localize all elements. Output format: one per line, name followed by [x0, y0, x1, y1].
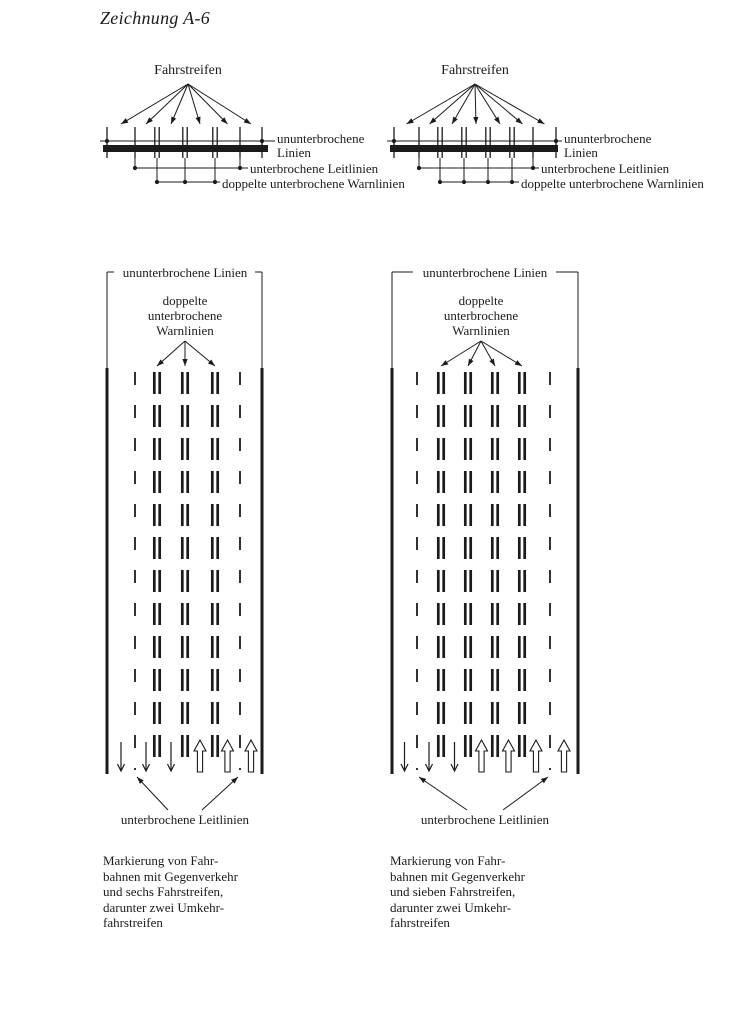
fahrstreifen-arrow-head: [537, 118, 545, 124]
unbroken-lines-label-topleft: ununterbrochene Linien: [277, 132, 364, 160]
unbroken-line-dot: [259, 138, 265, 144]
roadway-bar: [390, 145, 558, 152]
unbroken-lines-label-line1: ununterbrochene: [277, 131, 365, 146]
caption-line: Markierung von Fahr-: [390, 853, 506, 868]
fahrstreifen-arrow-head: [515, 117, 523, 124]
fahrstreifen-arrow-line: [451, 83, 476, 125]
fahrstreifen-arrow-head: [452, 116, 458, 124]
lane-arrow-down-head: [141, 763, 151, 773]
fahrstreifen-arrow-line: [145, 83, 189, 125]
lane-arrow-down-head: [424, 763, 434, 773]
unbroken-line-dot: [104, 138, 110, 144]
fahrstreifen-arrow-head: [220, 117, 228, 124]
warn-label-arrow-head: [468, 358, 474, 366]
warn-label-arrow-head: [157, 359, 164, 366]
caption-line: und sieben Fahrstreifen,: [390, 884, 516, 899]
warn-label-line1: doppelte: [458, 293, 504, 308]
fahrstreifen-arrow-line: [474, 83, 523, 125]
warn-label-arrow-head: [489, 358, 495, 366]
fahrstreifen-arrow-head: [429, 117, 437, 124]
fahrstreifen-arrow-line: [474, 83, 501, 125]
roadway-bar: [103, 145, 268, 152]
fahrstreifen-arrow-line: [474, 83, 545, 125]
unbroken-lines-label-line1: ununterbrochene: [564, 131, 652, 146]
fahrstreifen-arrow-line: [187, 83, 228, 125]
warn-label-line3: Warnlinien: [452, 323, 510, 338]
unbroken-line-dot: [553, 138, 559, 144]
fahrstreifen-arrow-line: [120, 83, 189, 125]
fahrstreifen-arrow-head: [406, 118, 414, 124]
caption-right: Markierung von Fahr- bahnen mit Gegenver…: [390, 853, 575, 931]
guide-label-arrow-line: [136, 776, 169, 811]
unbroken-lines-label-line2: Linien: [277, 145, 311, 160]
fahrstreifen-label-right: Fahrstreifen: [441, 63, 509, 78]
unbroken-line-dot: [391, 138, 397, 144]
fahrstreifen-label-left: Fahrstreifen: [154, 63, 222, 78]
lane-arrow-down-head: [400, 763, 409, 773]
unbroken-lines-label-line2: Linien: [564, 145, 598, 160]
guide-lines-label-topright: unterbrochene Leitlinien: [541, 161, 670, 176]
fahrstreifen-arrow-line: [170, 83, 189, 125]
fahrstreifen-arrow-head: [146, 117, 153, 124]
caption-line: darunter zwei Umkehr-: [390, 899, 512, 915]
caption-line: fahrstreifen: [390, 915, 450, 930]
fahrstreifen-arrow-line: [406, 83, 476, 125]
warn-lines-label-roadright: doppelte unterbrochene Warnlinien: [421, 293, 541, 338]
warn-label-line3: Warnlinien: [156, 323, 214, 338]
fahrstreifen-arrow-line: [429, 83, 476, 125]
guide-lines-label-topleft: unterbrochene Leitlinien: [250, 161, 379, 176]
unbroken-lines-label-roadleft: ununterbrochene Linien: [122, 265, 248, 280]
guide-label-arrow-line: [201, 776, 239, 811]
lane-arrow-up: [474, 738, 489, 773]
lane-arrow-down-head: [116, 763, 126, 773]
guide-label-arrow-line: [502, 776, 549, 811]
fahrstreifen-arrow-line: [187, 83, 252, 125]
unbroken-lines-label-roadright: ununterbrochene Linien: [422, 265, 548, 280]
caption-line: und sechs Fahrstreifen,: [103, 884, 224, 899]
guide-lines-label-roadright: unterbrochene Leitlinien: [420, 812, 550, 827]
caption-line: darunter zwei Umkehr-: [103, 899, 225, 915]
drawing-title: Zeichnung A-6: [100, 8, 211, 28]
warn-label-arrow-head: [207, 359, 215, 366]
caption-line: fahrstreifen: [103, 915, 163, 930]
lane-arrow-up: [501, 738, 516, 773]
guide-label-arrow-line: [418, 776, 468, 811]
warn-label-line2: unterbrochene: [147, 308, 223, 323]
caption-line: bahnen mit Gegenverkehr: [390, 868, 526, 884]
caption-line: bahnen mit Gegenverkehr: [103, 868, 239, 884]
fahrstreifen-arrow-head: [473, 116, 479, 124]
warn-label-arrow-line: [480, 340, 523, 367]
fahrstreifen-arrow-head: [195, 116, 201, 124]
guide-label-arrow-head: [137, 777, 144, 784]
lane-arrow-up: [529, 738, 543, 773]
unbroken-lines-label-topright: ununterbrochene Linien: [564, 132, 651, 160]
warn-lines-label-topleft: doppelte unterbrochene Warnlinien: [222, 176, 405, 191]
fahrstreifen-arrow-head: [171, 116, 177, 124]
warn-lines-label-roadleft: doppelte unterbrochene Warnlinien: [125, 293, 245, 338]
guide-label-arrow-head: [540, 777, 548, 784]
caption-line: Markierung von Fahr-: [103, 853, 219, 868]
fahrstreifen-arrow-head: [243, 118, 251, 124]
warn-label-line1: doppelte: [162, 293, 208, 308]
lane-arrow-down-head: [450, 763, 459, 773]
warn-label-arrow-head: [441, 360, 449, 366]
warn-label-arrow-head: [514, 360, 522, 366]
lane-arrow-up: [244, 738, 258, 773]
warn-label-arrow-head: [182, 359, 188, 366]
fahrstreifen-arrow-head: [494, 116, 500, 124]
lane-arrow-down-head: [166, 763, 176, 773]
lane-arrow-up: [220, 738, 235, 773]
lane-arrow-up: [193, 738, 207, 773]
guide-lines-label-roadleft: unterbrochene Leitlinien: [120, 812, 250, 827]
warn-lines-label-topright: doppelte unterbrochene Warnlinien: [521, 176, 704, 191]
guide-label-arrow-head: [419, 777, 427, 784]
guide-label-arrow-head: [231, 777, 238, 784]
caption-left: Markierung von Fahr- bahnen mit Gegenver…: [103, 853, 288, 931]
fahrstreifen-arrow-head: [121, 118, 129, 124]
lane-arrow-up: [557, 738, 571, 773]
warn-label-arrow-line: [440, 340, 482, 367]
warn-label-line2: unterbrochene: [443, 308, 519, 323]
